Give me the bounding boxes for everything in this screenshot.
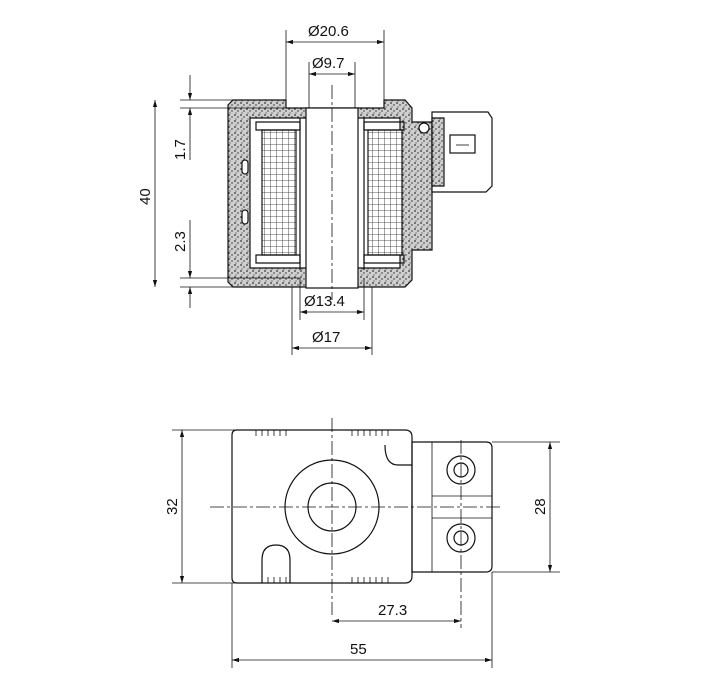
plan-dimensions: 32 28 27.3 55 — [164, 430, 553, 663]
dim-diameter-17: Ø17 — [312, 329, 340, 346]
dim-inner-diameter: Ø9.7 — [312, 55, 345, 72]
dim-connector-width: 28 — [532, 498, 549, 515]
dim-total-height: 40 — [137, 188, 154, 205]
winding-right — [367, 129, 403, 256]
dim-top-offset: 1.7 — [172, 139, 189, 160]
section-dimensions: Ø20.6 Ø9.7 40 1.7 2.3 Ø13.4 Ø17 — [137, 23, 384, 351]
dim-center-to-terminal: 27.3 — [378, 602, 407, 619]
winding-left — [261, 129, 297, 256]
plan-connector-outline — [411, 441, 493, 573]
dim-bottom-offset: 2.3 — [172, 231, 189, 252]
dim-diameter-13: Ø13.4 — [304, 293, 345, 310]
dim-overall-length: 55 — [350, 641, 367, 658]
dim-outer-diameter: Ø20.6 — [308, 23, 349, 40]
terminal-top — [446, 455, 476, 485]
notch-bottom — [261, 544, 291, 583]
plan-view — [172, 418, 560, 668]
dim-body-width: 32 — [164, 498, 181, 515]
section-view — [180, 30, 493, 355]
notch-top — [384, 444, 412, 466]
plan-body-outline — [231, 429, 413, 584]
